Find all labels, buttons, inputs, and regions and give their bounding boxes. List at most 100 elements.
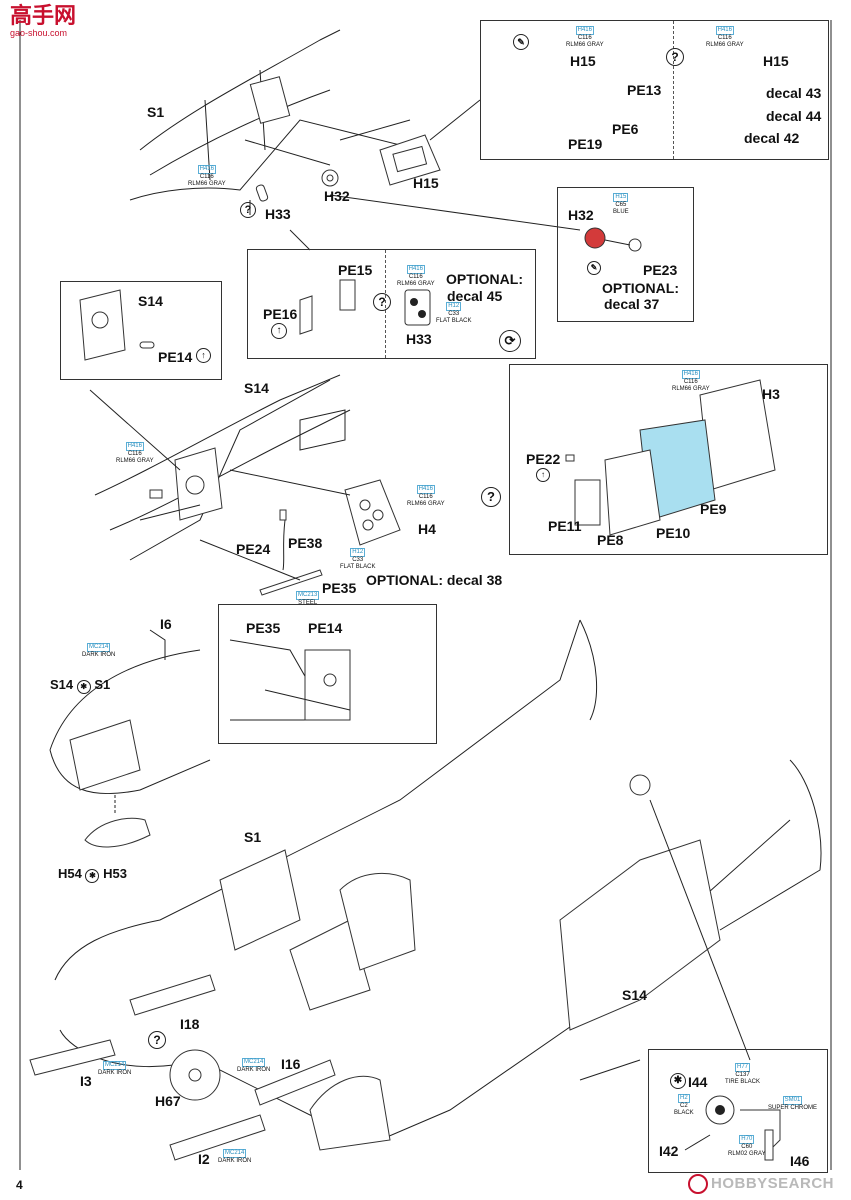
paint-name: RLM66 GRAY bbox=[672, 386, 710, 392]
hobbysearch-logo-text: HOBBYSEARCH bbox=[711, 1174, 835, 1192]
watermark-url: gao-shou.com bbox=[10, 28, 68, 38]
label-h15-a: H15 bbox=[570, 53, 596, 69]
paint-callout-inset-d1: H416 C116 RLM66 GRAY bbox=[397, 265, 435, 288]
paint-code: H70 bbox=[739, 1135, 755, 1144]
label-decal37: decal 37 bbox=[604, 296, 660, 312]
label-h32: H32 bbox=[324, 188, 350, 204]
label-pe8: PE8 bbox=[597, 532, 624, 548]
paint-name: RLM66 GRAY bbox=[188, 181, 226, 187]
paint-callout-inset-b: H416 C116 RLM66 GRAY bbox=[706, 26, 744, 49]
label-h67: H67 bbox=[155, 1093, 181, 1109]
paint-name: TIRE BLACK bbox=[725, 1079, 761, 1085]
label-i16: I16 bbox=[281, 1056, 301, 1072]
hobbysearch-logo: HOBBYSEARCH bbox=[688, 1174, 834, 1194]
label-pe9: PE9 bbox=[700, 501, 727, 517]
paint-c: C116 bbox=[408, 274, 423, 280]
divider bbox=[673, 21, 674, 159]
paint-callout-i16: MC214 DARK IRON bbox=[237, 1058, 270, 1074]
rotate-arrow-icon: ↑ bbox=[271, 323, 287, 339]
question-icon-h3: ? bbox=[481, 487, 501, 507]
paint-name: BLACK bbox=[674, 1110, 694, 1116]
paint-callout-hub: H2 C2 BLACK bbox=[674, 1094, 694, 1117]
label-pe24: PE24 bbox=[236, 541, 271, 557]
page-number: 4 bbox=[16, 1178, 23, 1192]
paint-name: FLAT BLACK bbox=[340, 564, 376, 570]
paint-callout-h3: H416 C116 RLM66 GRAY bbox=[672, 370, 710, 393]
question-icon: ? bbox=[240, 202, 256, 218]
paint-callout-tire: H77 C137 TIRE BLACK bbox=[725, 1063, 760, 1086]
paint-name: RLM66 GRAY bbox=[566, 42, 604, 48]
paint-c: C33 bbox=[352, 557, 364, 563]
label-h4: H4 bbox=[418, 521, 436, 537]
question-icon-step3: ? bbox=[148, 1031, 166, 1049]
label-pe16: PE16 bbox=[263, 306, 298, 322]
label-i44: I44 bbox=[688, 1074, 708, 1090]
paint-c: C137 bbox=[735, 1072, 750, 1078]
label-pe13: PE13 bbox=[627, 82, 662, 98]
paint-code: H416 bbox=[416, 485, 435, 494]
paint-code: MC214 bbox=[242, 1058, 266, 1067]
label-pe35: PE35 bbox=[322, 580, 357, 596]
label-h15-b: H15 bbox=[763, 53, 789, 69]
label-h32-c: H32 bbox=[568, 207, 594, 223]
paint-name: DARK IRON bbox=[218, 1158, 252, 1164]
label-h3: H3 bbox=[762, 386, 780, 402]
inset-h32 bbox=[557, 187, 694, 322]
cement-icon: ✱ bbox=[85, 869, 100, 883]
paint-callout-i6: MC214 DARK IRON bbox=[82, 643, 115, 659]
paint-code: MC213 bbox=[296, 591, 320, 600]
paint-code: H77 bbox=[735, 1063, 751, 1072]
label-s14-main: S14 bbox=[622, 987, 647, 1003]
label-pe23: PE23 bbox=[643, 262, 678, 278]
paint-code: H416 bbox=[406, 265, 425, 274]
watermark-logo-text: 高手网 bbox=[10, 3, 77, 28]
paint-c: C116 bbox=[577, 35, 592, 41]
label-s1-main: S1 bbox=[244, 829, 262, 845]
label-pe14-inset: PE14 bbox=[158, 349, 193, 365]
label-decal43: decal 43 bbox=[766, 85, 822, 101]
paint-callout-chrome: SM01 SUPER CHROME bbox=[768, 1096, 817, 1112]
paint-code: MC214 bbox=[87, 643, 111, 652]
paint-name: RLM66 GRAY bbox=[116, 458, 154, 464]
question-icon-b: ? bbox=[666, 48, 684, 66]
paint-callout-inset-a: H416 C116 RLM66 GRAY bbox=[566, 26, 604, 49]
paint-name: RLM66 GRAY bbox=[397, 281, 435, 287]
label-pe19: PE19 bbox=[568, 136, 603, 152]
paint-name: RLM66 GRAY bbox=[706, 42, 744, 48]
label-decal42: decal 42 bbox=[744, 130, 800, 146]
paint-code: SM01 bbox=[782, 1096, 803, 1105]
label-i3: I3 bbox=[80, 1073, 92, 1089]
watermark-logo: 高手网 gao-shou.com bbox=[10, 3, 77, 39]
paint-callout-h4b: H12 C33 FLAT BLACK bbox=[340, 548, 375, 571]
label-i42: I42 bbox=[659, 1143, 679, 1159]
label-s14-s1: S14 ✱ S1 bbox=[50, 677, 110, 694]
label-pe15: PE15 bbox=[338, 262, 373, 278]
paint-callout-s14: H416 C116 RLM66 GRAY bbox=[116, 442, 154, 465]
brush-icon: ✎ bbox=[587, 261, 601, 275]
paint-name: BLUE bbox=[613, 209, 629, 215]
label-pe11: PE11 bbox=[548, 518, 582, 534]
paint-c: C116 bbox=[199, 174, 214, 180]
flip-over-icon: ⟳ bbox=[499, 330, 521, 352]
paint-c: C116 bbox=[418, 494, 433, 500]
label-h33: H33 bbox=[265, 206, 291, 222]
question-icon-d: ? bbox=[373, 293, 391, 311]
paint-callout-i3: MC214 DARK IRON bbox=[98, 1061, 131, 1077]
label-s1: S1 bbox=[147, 104, 165, 120]
inset-h33 bbox=[247, 249, 536, 359]
rotate-arrow-icon: ↑ bbox=[536, 468, 550, 482]
label-i2: I2 bbox=[198, 1151, 210, 1167]
paint-c: C2 bbox=[680, 1103, 688, 1109]
paint-name: DARK IRON bbox=[98, 1070, 132, 1076]
paint-code: H15 bbox=[613, 193, 629, 202]
label-decal44: decal 44 bbox=[766, 108, 822, 124]
hobbysearch-logo-icon bbox=[688, 1174, 708, 1194]
label-pe38: PE38 bbox=[288, 535, 323, 551]
paint-name: RLM66 GRAY bbox=[407, 501, 445, 507]
cement-icon: ✱ bbox=[76, 680, 91, 694]
label-pe14-detail: PE14 bbox=[308, 620, 343, 636]
label-optional-d: OPTIONAL: bbox=[446, 271, 523, 287]
paint-code: H416 bbox=[715, 26, 734, 35]
paint-callout-pe35: MC213 STEEL bbox=[296, 591, 320, 607]
